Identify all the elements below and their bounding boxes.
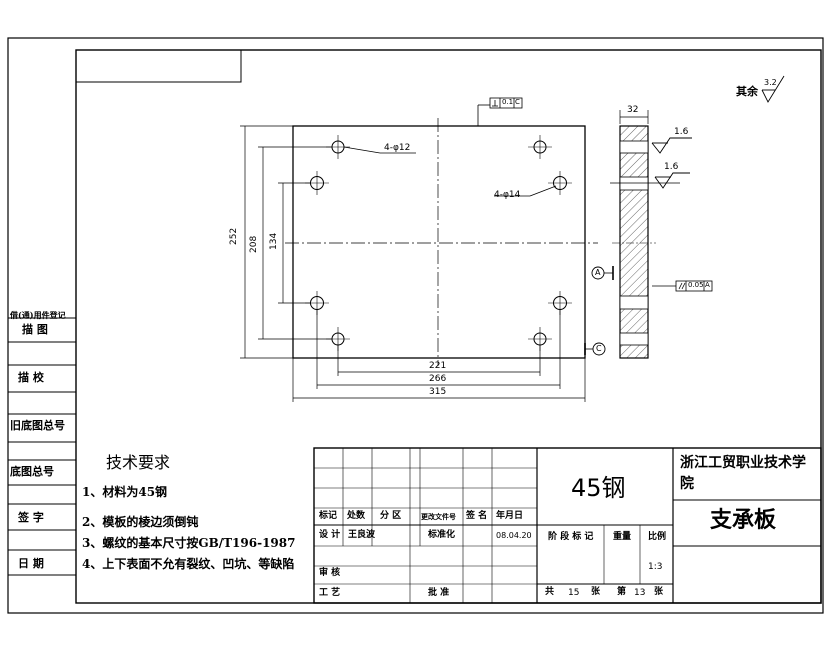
material: 45钢 xyxy=(571,474,626,502)
header-cell: 分 区 xyxy=(380,511,402,521)
outer-frame xyxy=(7,37,824,614)
audit-label: 审 核 xyxy=(319,568,341,578)
dim-width-holes-inner: 221 xyxy=(429,361,447,371)
roughness-value: 1.6 xyxy=(664,162,679,172)
margin-label: 日 期 xyxy=(18,557,44,570)
parallelism-frame xyxy=(652,280,713,292)
school-name: 浙江工贸职业技术学院 xyxy=(680,455,806,492)
hole-callout-14: 4-φ14 xyxy=(494,190,521,200)
dim-height-total: 252 xyxy=(229,227,239,245)
designer-label: 设 计 xyxy=(319,530,341,540)
datum-c-label: C xyxy=(596,344,602,353)
margin-label: 借(通)用件登记 xyxy=(10,310,66,320)
header-cell: 更改文件号 xyxy=(421,512,456,521)
margin-label: 底图总号 xyxy=(10,465,54,478)
total-unit: 张 xyxy=(591,587,601,597)
parallelism-datum: A xyxy=(705,281,710,289)
stage-label: 阶 段 标 记 xyxy=(548,532,594,542)
total-sheets: 15 xyxy=(568,588,580,598)
craft-label: 工 艺 xyxy=(319,588,341,598)
tech-requirements-heading: 技术要求 xyxy=(106,453,171,472)
margin-label: 旧底图总号 xyxy=(10,419,65,432)
sheet-unit: 张 xyxy=(654,587,664,597)
designer-name: 王良波 xyxy=(348,530,376,540)
perpendicularity-value: 0.1 xyxy=(502,98,514,106)
tech-requirement-item: 4、上下表面不允有裂纹、凹坑、等缺陷 xyxy=(82,557,295,571)
dim-thickness: 32 xyxy=(627,105,639,115)
horizontal-dimensions xyxy=(292,309,586,402)
standardize-label: 标准化 xyxy=(428,530,456,540)
code-box xyxy=(75,49,242,83)
scale-value: 1:3 xyxy=(648,562,663,572)
scale-label: 比例 xyxy=(648,532,667,542)
title-block-grid xyxy=(313,447,822,604)
dim-width-total: 315 xyxy=(429,387,447,397)
perpendicularity-datum: C xyxy=(515,98,520,106)
margin-label: 签 字 xyxy=(18,511,44,524)
roughness-value: 1.6 xyxy=(674,127,689,137)
total-label: 共 xyxy=(545,587,555,597)
header-cell: 标记 xyxy=(319,511,338,521)
tech-requirement-item: 2、模板的棱边须倒钝 xyxy=(82,515,199,529)
roughness-remaining-value: 3.2 xyxy=(764,78,777,87)
datum-a-label: A xyxy=(595,268,601,277)
plate-outline xyxy=(292,125,586,359)
perpendicularity-frame xyxy=(489,97,523,109)
vertical-dimensions xyxy=(240,125,332,359)
margin-label: 描 校 xyxy=(18,371,44,384)
front-view xyxy=(240,104,598,402)
parallelism-value: 0.05 xyxy=(688,281,704,289)
tech-requirement-item: 3、螺纹的基本尺寸按GB/T196-1987 xyxy=(82,536,296,550)
dim-height-holes-outer: 208 xyxy=(249,235,259,253)
datum-c-circle xyxy=(592,342,606,356)
approve-label: 批 准 xyxy=(428,588,450,598)
weight-label: 重量 xyxy=(613,532,632,542)
hole-callout-12: 4-φ12 xyxy=(384,143,411,153)
part-name: 支承板 xyxy=(710,507,777,533)
hole-leaders xyxy=(343,146,557,197)
sheet-number: 13 xyxy=(634,588,646,598)
roughness-remaining-label: 其余 xyxy=(736,85,758,98)
design-date: 08.04.20 xyxy=(496,531,532,540)
roughness-symbols xyxy=(651,75,785,189)
margin-label: 描 图 xyxy=(22,323,48,336)
dim-width-holes-outer: 266 xyxy=(429,374,447,384)
tech-requirement-item: 1、材料为45钢 xyxy=(82,485,168,499)
side-section-view xyxy=(610,110,680,359)
header-cell: 签 名 xyxy=(466,511,488,521)
sheet-label: 第 xyxy=(617,587,627,597)
dim-height-holes-inner: 134 xyxy=(269,232,279,250)
header-cell: 处数 xyxy=(347,511,366,521)
header-cell: 年月日 xyxy=(496,511,524,521)
margin-table xyxy=(8,317,76,576)
